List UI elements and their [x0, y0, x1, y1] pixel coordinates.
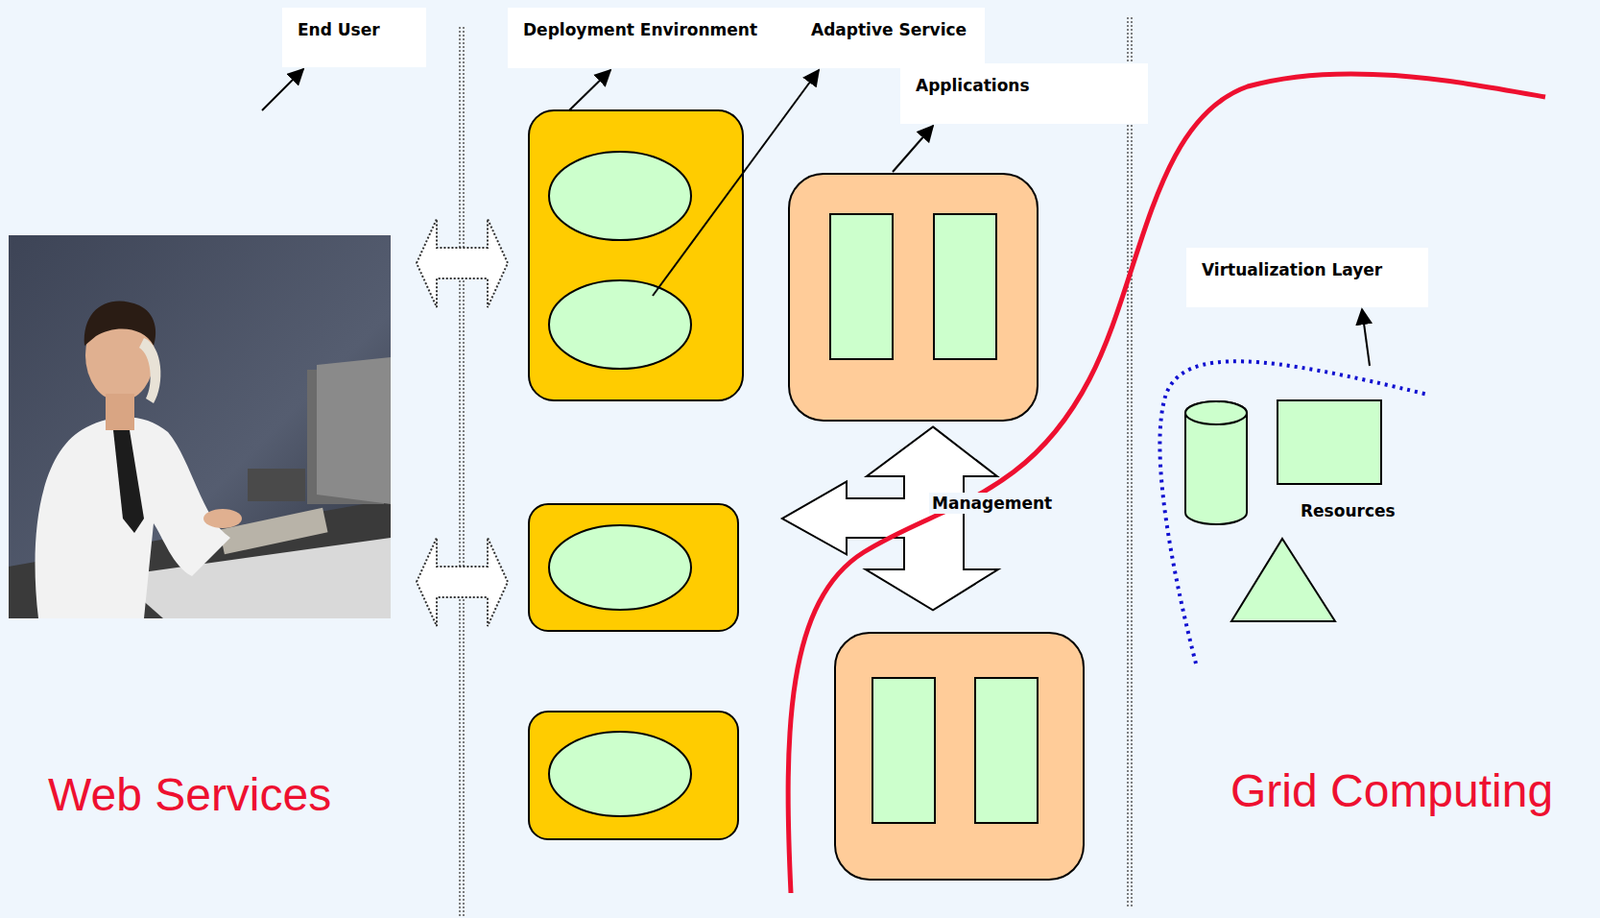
virtualization-curve	[1159, 360, 1429, 664]
region-title-text: Grid Computing	[1230, 764, 1553, 816]
callout-label: Deployment Environment	[507, 7, 796, 69]
part-label: Resources	[1297, 501, 1399, 521]
callout-label: End User	[282, 7, 427, 68]
callout-label: Applications	[900, 63, 1148, 124]
part-label-text: Resources	[1297, 500, 1399, 522]
end-user-photo	[8, 235, 391, 619]
callout-text: Applications	[915, 75, 1030, 96]
interface-arrow	[416, 218, 508, 626]
adaptive-service-ellipse	[549, 151, 692, 816]
callout-text: Deployment Environment	[523, 20, 758, 40]
callout-text: End User	[297, 20, 381, 40]
region-title-text: Web Services	[47, 768, 332, 820]
management-arrow	[786, 429, 992, 608]
region-title: Web Services	[47, 767, 332, 821]
leader-line	[262, 69, 1370, 366]
part-label-text: Management	[929, 492, 1055, 514]
callout-text: Virtualization Layer	[1201, 260, 1383, 280]
region-title: Grid Computing	[1230, 764, 1553, 817]
separator-line	[459, 17, 1132, 918]
callout-label: Adaptive Service	[795, 7, 985, 69]
callout-text: Adaptive Service	[811, 20, 967, 40]
callout-label: Virtualization Layer	[1186, 247, 1429, 308]
part-label: Management	[929, 493, 1055, 513]
deployment-environment-box	[528, 110, 743, 839]
